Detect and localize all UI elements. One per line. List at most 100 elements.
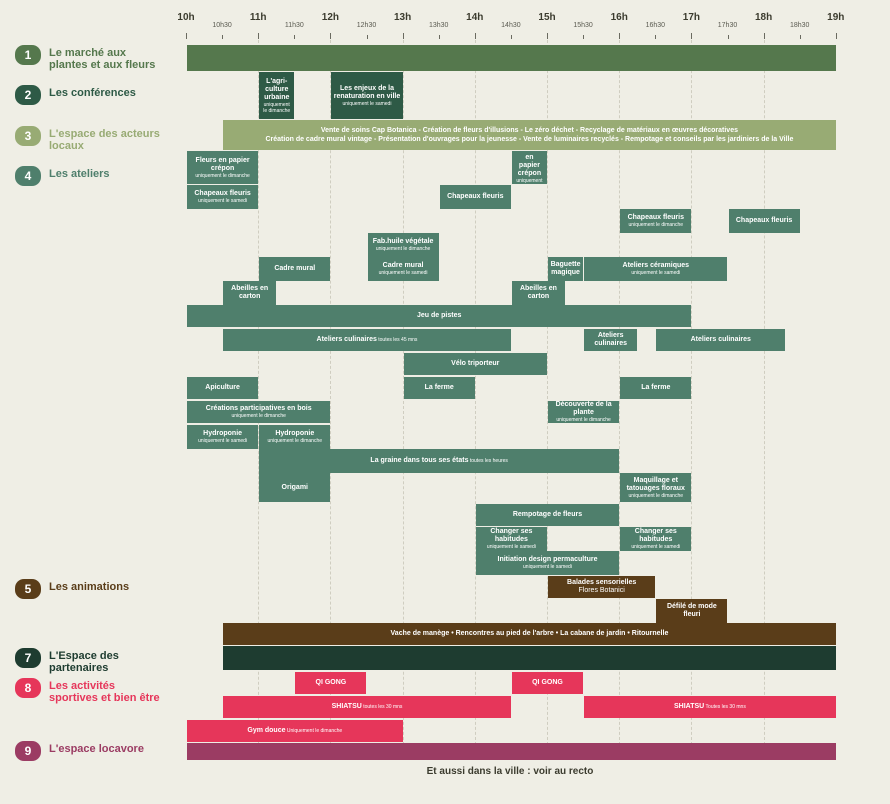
event-title-text: La ferme (424, 384, 454, 391)
half-hour-tick (366, 35, 368, 39)
event-origami: Origami (259, 473, 331, 502)
event-title: Origami (282, 484, 308, 492)
event-note: uniquement le dimanche (628, 222, 684, 228)
event-title-text: Ateliers culinaires (594, 332, 627, 347)
event-baguette-magique: Baguette magique (548, 257, 584, 281)
event-chapeaux-fleuris: Chapeaux fleuris (439, 185, 511, 209)
event-shiatsu: SHIATSU Toutes les 30 mns (584, 696, 836, 718)
event-abeilles-en-carton: Abeilles en carton (511, 281, 566, 305)
hour-gridline (474, 40, 476, 760)
hour-label: 12h (321, 12, 340, 23)
event-title: Ateliers culinaires (691, 336, 751, 344)
event-title-text: Origami (281, 483, 308, 491)
event-title: Les enjeux de la renaturation en ville (333, 85, 401, 101)
event-title: La ferme (425, 384, 454, 392)
event-title: QI GONG (532, 679, 563, 687)
category-number-badge: 8 (15, 678, 41, 698)
event-title-text: L'agri-culture urbaine (264, 77, 290, 101)
half-hour-tick (294, 35, 296, 39)
hour-label: 15h (538, 12, 556, 23)
event-cadre-mural: Cadre mural (259, 257, 331, 281)
event-title-text: Jeu de pistes (417, 312, 462, 319)
event-title-text: Fab.huile végétale (372, 238, 434, 245)
event-title: Défilé de mode fleuri (658, 603, 725, 619)
half-hour-label: 12h30 (356, 22, 377, 29)
hour-tick (763, 33, 765, 39)
event-title-text: Ateliers culinaires (690, 336, 751, 343)
event-title: QI GONG (316, 679, 347, 687)
event-vache-de-manege-rencontres-au-pied-de-l-: Vache de manège • Rencontres au pied de … (223, 623, 836, 645)
event-title: Hydroponie (203, 430, 242, 438)
event-title: Jeu de pistes (417, 312, 461, 320)
half-hour-label: 11h30 (284, 22, 304, 29)
event-title: Chapeaux fleuris (736, 217, 792, 225)
event-note: Création de cadre mural vintage - Présen… (265, 135, 794, 143)
event-note: uniquement le samedi (631, 270, 681, 276)
event-frequency: Toutes les 30 mns (704, 704, 746, 710)
hour-label: 19h (827, 12, 845, 23)
event-title-text: Chapeaux fleuris (627, 214, 684, 221)
event-title: Créations participatives en bois (206, 405, 312, 413)
event-title: Chapeaux fleuris (447, 193, 503, 201)
event-frequency: toutes les heures (468, 458, 508, 464)
event-ateliers-culinaires: Ateliers culinaires (584, 329, 638, 351)
event-jeu-de-pistes: Jeu de pistes (187, 305, 692, 327)
event-title-text: Abeilles en carton (519, 285, 557, 300)
event-title: SHIATSU toutes les 30 mns (332, 703, 403, 711)
event-note: uniquement le samedi (516, 177, 543, 185)
hour-tick (258, 33, 260, 39)
event-title-text: Vache de manège • Rencontres au pied de … (390, 630, 669, 637)
event-note: uniquement le samedi (342, 100, 392, 107)
hour-gridline (402, 40, 404, 760)
event-title-text: Défilé de mode fleuri (666, 603, 717, 618)
event-note: uniquement le samedi (198, 198, 248, 204)
event-title-text: Balades sensorielles (567, 579, 637, 586)
category-number-badge: 7 (15, 648, 41, 668)
hour-tick (402, 33, 404, 39)
half-hour-label: 14h30 (501, 22, 521, 29)
event-title-text: Vente de soins Cap Botanica - Création d… (320, 126, 738, 134)
event-la-graine-dans-tous-ses-etats: La graine dans tous ses états toutes les… (259, 449, 620, 473)
event-title: Ateliers culinaires toutes les 45 mns (317, 336, 418, 344)
category-label: Les activités sportives et bien être (49, 680, 160, 704)
half-hour-tick (222, 35, 224, 39)
half-hour-tick (438, 35, 440, 39)
hour-tick (474, 33, 476, 39)
event-title-text: La ferme (641, 384, 671, 391)
half-hour-label: 13h30 (428, 22, 449, 29)
half-hour-label: 16h30 (645, 22, 666, 29)
event-title-text: Créations participatives en bois (205, 405, 312, 412)
event-title: Hydroponie (275, 430, 314, 438)
event-title: Cadre mural (274, 265, 315, 273)
event-note: uniquement le dimanche (195, 172, 250, 179)
event-note: Flores Botanici (578, 587, 625, 594)
hour-label: 13h (393, 12, 412, 23)
event-title-text: Rempotage de fleurs (512, 511, 583, 518)
category-number-badge: 2 (15, 85, 41, 105)
category-number-badge: 5 (15, 579, 41, 599)
event-title-text: Changer ses habitudes (634, 528, 677, 543)
event-la-ferme: La ferme (403, 377, 475, 399)
half-hour-tick (510, 35, 512, 39)
event-note: uniquement le samedi (378, 270, 428, 276)
event-title: Chapeaux fleuris (194, 190, 250, 198)
hour-label: 14h (466, 12, 484, 23)
event-title: Rempotage de fleurs (513, 511, 582, 519)
event-title: Cadre mural (383, 262, 424, 270)
event-title: Chapeaux fleuris (628, 214, 684, 222)
event-vente-de-soins-cap-botanica-creation-de-: Vente de soins Cap Botanica - Création d… (223, 120, 836, 150)
half-hour-label: 15h30 (573, 22, 593, 29)
event-note: uniquement le samedi (486, 544, 536, 550)
event-title-text: Cadre mural (274, 265, 316, 272)
footer-note: Et aussi dans la ville : voir au recto (426, 766, 594, 777)
event-title: Fleurs en papier crépon (514, 151, 545, 178)
event-title: Gym douce Uniquement le dimanche (247, 727, 342, 735)
event-title-text: QI GONG (532, 679, 563, 686)
